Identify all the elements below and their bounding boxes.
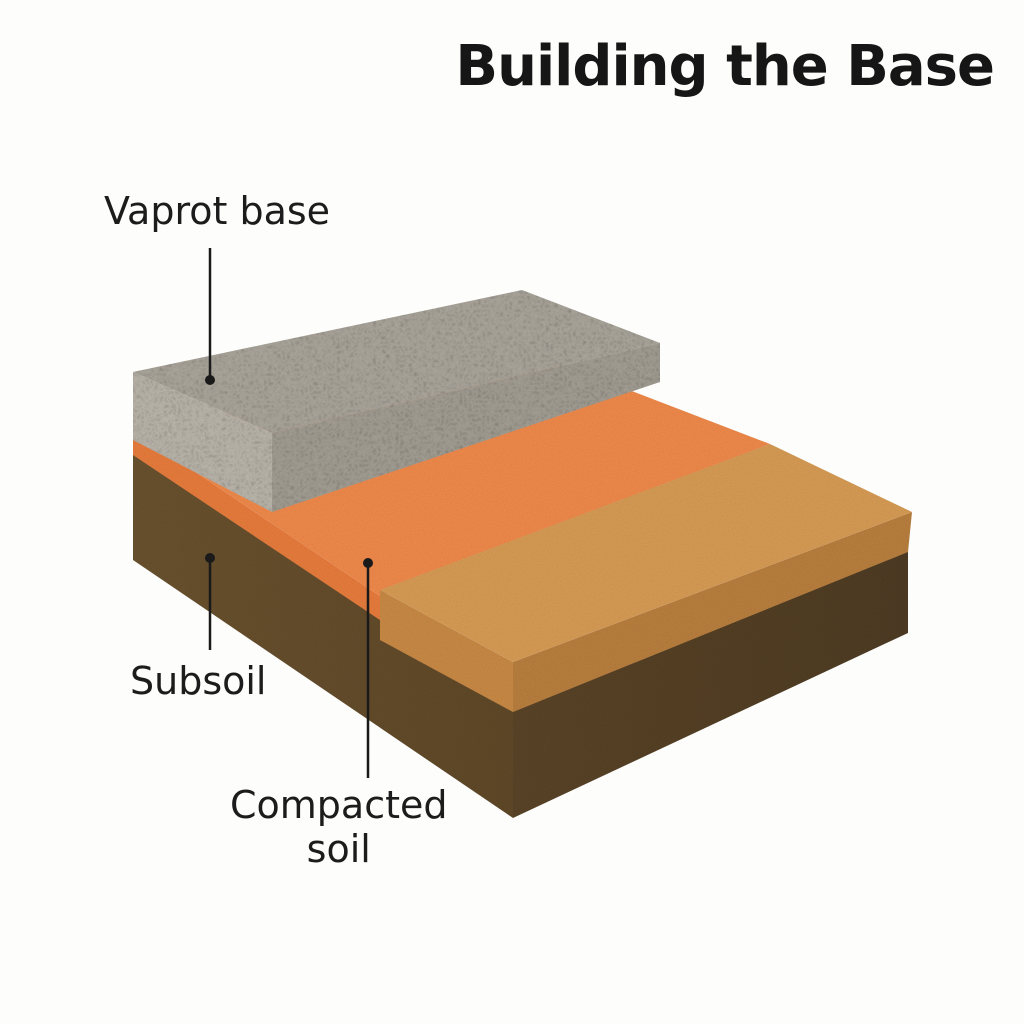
subsoil-leader-dot bbox=[205, 553, 215, 563]
vapor-base-top bbox=[133, 290, 660, 433]
compacted-soil-leader-dot bbox=[363, 558, 373, 568]
subsoil-label: Subsoil bbox=[130, 659, 267, 703]
compacted-layer-right bbox=[513, 512, 912, 712]
compacted-layer-top bbox=[380, 444, 912, 662]
subsoil-right-face bbox=[513, 548, 908, 818]
subsoil-front-face bbox=[133, 453, 513, 818]
vapor-base-label: Vaprot base bbox=[104, 189, 331, 233]
compacted-layer-front bbox=[380, 590, 513, 712]
compacted-soil-label: Compacted soil bbox=[230, 783, 448, 871]
vapor-base-front bbox=[133, 372, 272, 512]
vapor-base-right bbox=[272, 343, 660, 512]
compacted-soil-label-line2: soil bbox=[306, 826, 371, 871]
compacted-soil-label-line1: Compacted bbox=[230, 783, 448, 827]
orange-layer-front bbox=[133, 430, 380, 620]
page-title: Building the Base bbox=[455, 34, 995, 99]
vapor-base-leader-dot bbox=[205, 375, 215, 385]
